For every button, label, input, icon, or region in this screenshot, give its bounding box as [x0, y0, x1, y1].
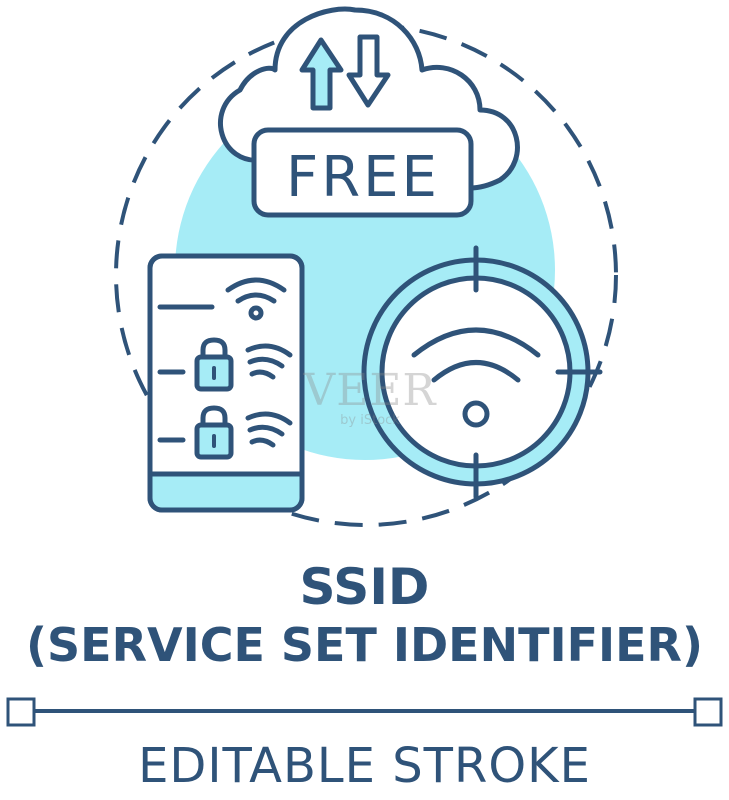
padlock-icon	[194, 337, 234, 392]
caption-subtitle: (SERVICE SET IDENTIFIER)	[26, 618, 703, 672]
editable-stroke-label: EDITABLE STROKE	[138, 738, 591, 794]
wifi-icon	[225, 277, 287, 321]
divider	[6, 697, 723, 727]
download-arrow-icon	[346, 34, 391, 108]
upload-arrow-icon	[299, 37, 344, 111]
dashed-circle	[114, 23, 618, 527]
caption-title: SSID	[299, 558, 430, 616]
free-badge-label: FREE	[286, 145, 440, 210]
watermark: VEER by iStock	[285, 365, 455, 435]
padlock-icon	[194, 405, 234, 460]
watermark-sub: by iStock	[340, 413, 400, 428]
wifi-icon	[411, 327, 541, 428]
wifi-icon	[245, 411, 293, 448]
crosshair-icon	[361, 245, 603, 500]
watermark-main: VEER	[303, 365, 437, 416]
free-badge	[251, 127, 474, 218]
wifi-icon	[245, 343, 293, 380]
